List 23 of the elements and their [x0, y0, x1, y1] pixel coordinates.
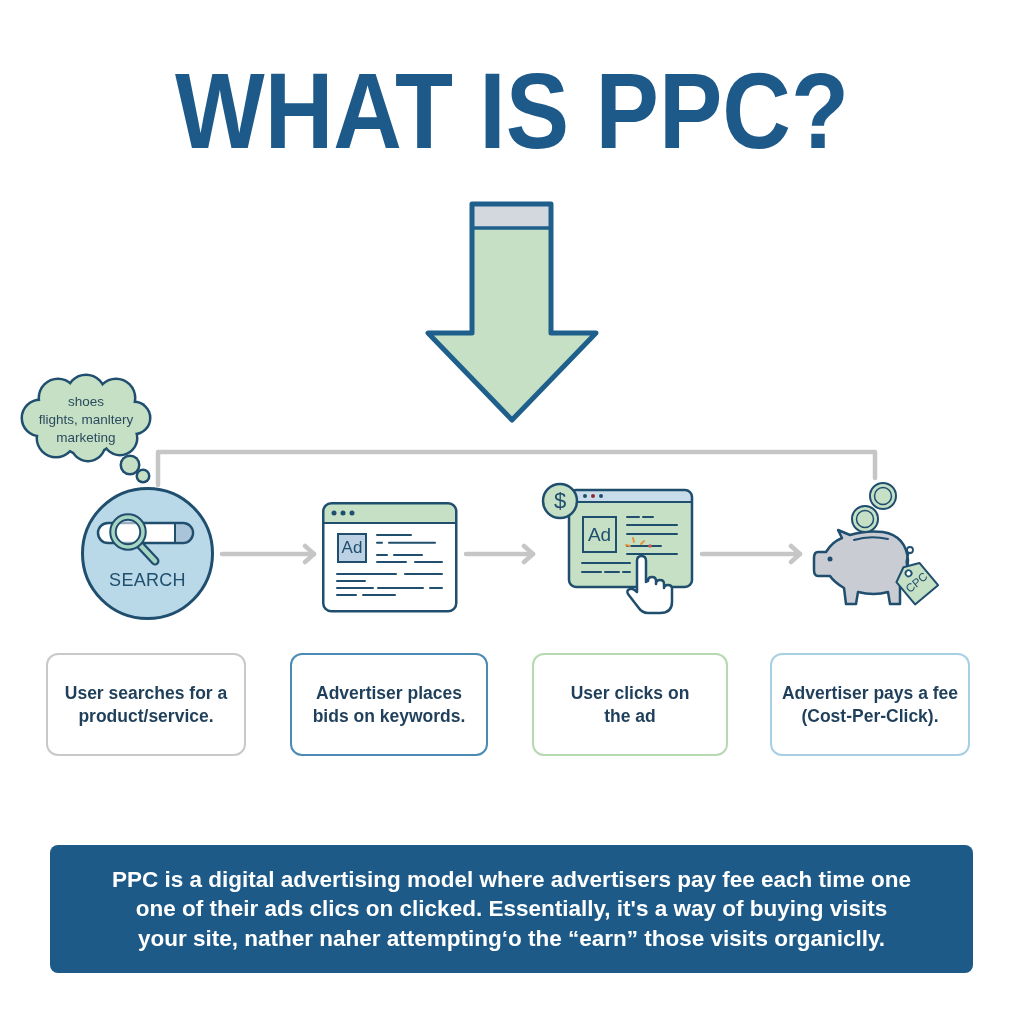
step-card	[532, 653, 728, 756]
step-card	[290, 653, 488, 756]
step-card	[46, 653, 246, 756]
keyword-text: flights, manltery	[38, 411, 134, 429]
tag-label: CPC	[904, 570, 930, 596]
summary-text: PPC is a digital advertising model where advertisers pay fee each time one one of their ads clics on clicked. Essentially, it's a way of buying visits your site, nather naher attempting‘o the “earn” those visits organiclly.	[110, 866, 912, 953]
keyword-text: shoes	[68, 393, 104, 411]
step-text: User searches for a product/service.	[63, 681, 229, 728]
step-text: Advertiser places bids on keywords.	[311, 681, 467, 728]
ad-label: Ad	[582, 516, 617, 553]
arrow	[463, 543, 536, 565]
step-text: Advertiser pays a fee (Cost-Per-Click).	[780, 681, 960, 728]
step-card	[770, 653, 970, 756]
ad-label: Ad	[337, 533, 367, 563]
keyword-text: marketing	[56, 429, 116, 447]
search-label: SEARCH	[109, 570, 186, 591]
arrow	[699, 543, 803, 565]
dollar-sign: $	[553, 490, 567, 512]
summary-panel	[50, 845, 973, 973]
arrow	[219, 543, 317, 565]
title: WHAT IS PPC?	[174, 57, 850, 165]
step-text: User clicks on the ad	[569, 681, 691, 728]
connector-line	[155, 449, 878, 488]
